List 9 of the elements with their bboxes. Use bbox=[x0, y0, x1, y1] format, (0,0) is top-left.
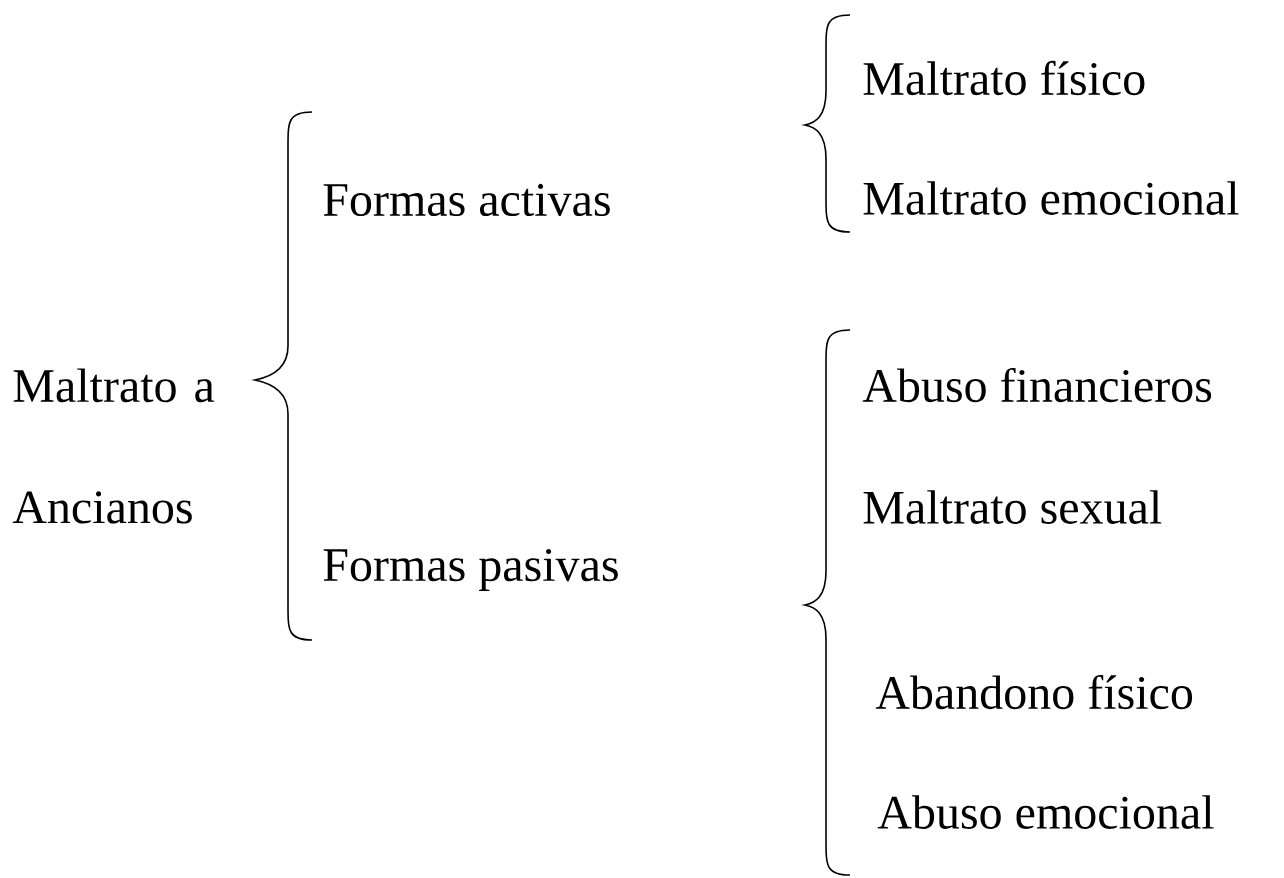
text-label: Abuso emocional bbox=[877, 795, 1214, 829]
text-label: Maltrato sexual bbox=[863, 490, 1162, 524]
text-label: Maltrato emocional bbox=[863, 181, 1239, 215]
text-label: Maltrato físico bbox=[863, 60, 1145, 96]
text-label: Formas pasivas bbox=[323, 549, 618, 591]
text-label: Maltrato a Ancianos bbox=[12, 368, 215, 524]
text-label: Abandono físico bbox=[875, 674, 1193, 710]
text-label: Abuso financieros bbox=[862, 367, 1212, 403]
text-label: Formas activas bbox=[323, 183, 610, 217]
